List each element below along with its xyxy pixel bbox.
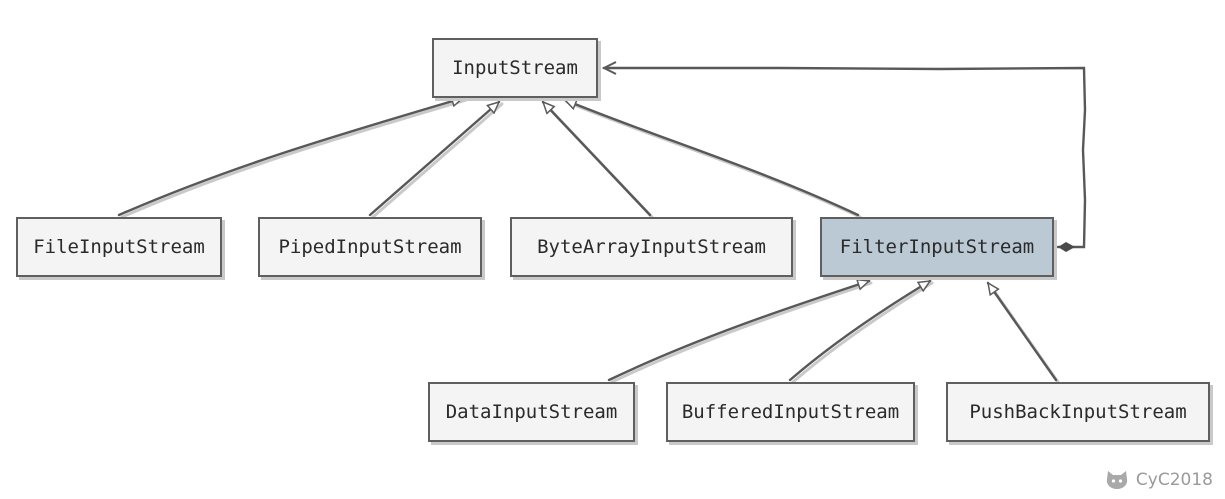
node-piped-input-stream: PipedInputStream: [258, 217, 482, 277]
edge-file-to-inputstream: [117, 98, 463, 217]
node-filter-input-stream: FilterInputStream: [820, 217, 1054, 277]
edge-filter-composition: [604, 68, 1087, 247]
watermark-text: CyC2018: [1135, 470, 1213, 490]
github-cat-icon: [1106, 471, 1128, 489]
edge-data-to-filter: [607, 281, 869, 382]
node-input-stream: InputStream: [432, 38, 598, 98]
node-buffered-input-stream: BufferedInputStream: [666, 382, 915, 442]
watermark: CyC2018: [1104, 469, 1213, 491]
node-pushback-input-stream: PushBackInputStream: [946, 382, 1210, 442]
node-byte-array-input-stream: ByteArrayInputStream: [510, 217, 793, 277]
edge-bytearray-to-inputstream: [543, 102, 652, 217]
node-file-input-stream: FileInputStream: [16, 217, 222, 277]
edge-pushback-to-filter: [986, 283, 1058, 382]
edge-piped-to-inputstream: [368, 100, 499, 217]
node-data-input-stream: DataInputStream: [428, 382, 635, 442]
edge-buffered-to-filter: [788, 279, 930, 382]
